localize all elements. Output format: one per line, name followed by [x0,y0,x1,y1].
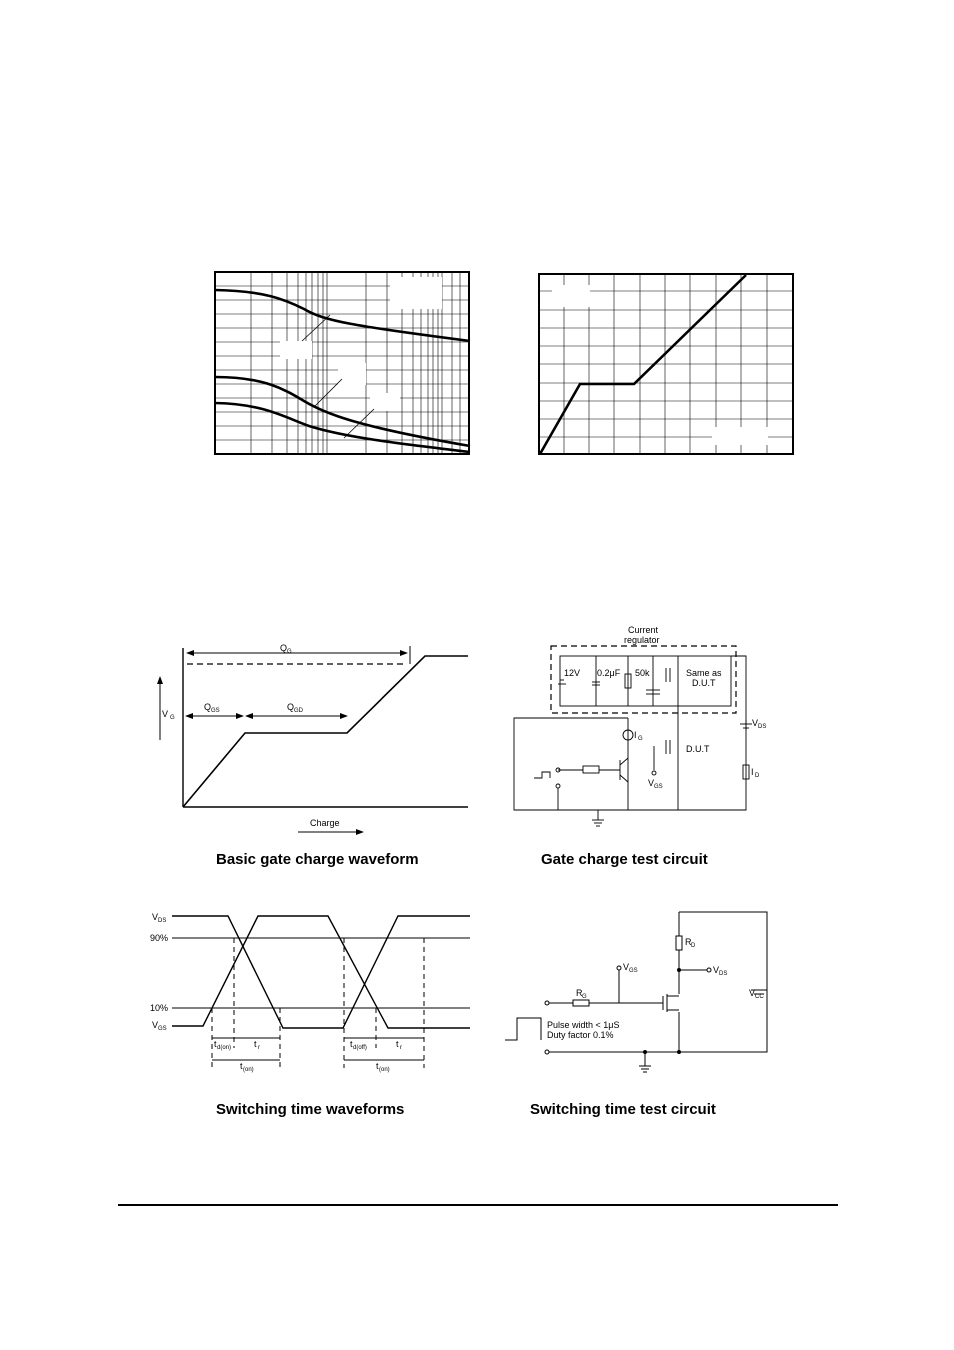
qgd-label: Q [287,702,294,712]
res-label: 50k [635,668,650,678]
svg-text:r: r [258,1045,260,1051]
ton-label: t [240,1061,243,1071]
svg-text:GS: GS [211,708,220,714]
svg-text:(on): (on) [379,1067,390,1073]
ig-label: I [634,730,637,740]
svg-text:d(off): d(off) [353,1045,367,1051]
pulse-label: Pulse width < 1μS [547,1020,619,1030]
svg-text:GS: GS [654,784,663,790]
svg-text:CC: CC [755,994,764,1000]
vgs-label: V [623,962,629,972]
waveform-lines [172,915,470,1029]
label-box [390,277,442,309]
svg-text:GS: GS [629,968,638,974]
p90-label: 90% [150,933,168,943]
svg-text:GD: GD [294,708,304,714]
svg-text:DS: DS [758,724,766,730]
svg-text:D: D [755,773,760,779]
label-box [370,393,400,411]
dashed-markers [211,938,425,1068]
id-label: I [751,767,754,777]
chart-grid [538,273,794,455]
vg-label: V [162,709,168,719]
same-as-label: Same as [686,668,722,678]
dut-label: D.U.T [686,744,710,754]
caption-switch-waveforms: Switching time waveforms [216,1101,405,1118]
chart-frame [214,271,470,455]
tr2-label: t [396,1039,399,1049]
rd-label: R [685,937,692,947]
svg-text:r: r [400,1045,402,1051]
td-off-label: t [350,1039,353,1049]
capacitance-chart [214,271,471,455]
p10-label: 10% [150,1003,168,1013]
caption-gate-waveform: Basic gate charge waveform [216,851,419,868]
switching-waveforms: V DS 90% 10% V GS t d(on) t r t (on) t d… [150,912,470,1073]
curve-ciss [214,288,471,343]
chart-frame [538,273,794,455]
curve-coss [214,375,471,448]
label-box [338,363,366,385]
vcc-label: V [749,988,755,998]
same-dut-label: D.U.T [692,678,716,688]
v12-label: 12V [564,668,580,678]
gate-charge-chart [538,273,794,455]
vgs-label: V [648,778,654,788]
svg-text:G: G [638,736,643,742]
regulator-label-2: regulator [624,635,660,645]
curve-crss [214,401,471,454]
gate-charge-circuit: Current regulator [513,625,766,827]
vds-label: V [152,912,158,922]
regulator-box [550,645,737,714]
caption-switch-circuit: Switching time test circuit [530,1101,716,1118]
charge-label: Charge [310,818,340,828]
td-on-label: t [214,1039,217,1049]
svg-text:G: G [582,994,587,1000]
svg-text:(on): (on) [243,1067,254,1073]
qgs-label: Q [204,702,211,712]
switching-circuit: V GS V DS R G R D V CC Pulse width < 1μS… [505,911,768,1073]
svg-text:GS: GS [158,1026,167,1032]
svg-text:DS: DS [719,971,727,977]
vgs-label: V [152,1020,158,1030]
curve-vgs [538,274,747,455]
svg-text:d(on): d(on) [217,1045,231,1051]
vds-label: V [713,965,719,975]
svg-text:D: D [691,943,696,949]
leader-lines [301,314,375,439]
duty-label: Duty factor 0.1% [547,1030,614,1040]
gate-charge-waveform: V G Q G Q GS Q GD Charge [157,643,468,835]
footer-rule [118,1204,838,1206]
label-box [712,427,768,445]
rg-label: R [576,988,583,998]
svg-text:DS: DS [158,918,166,924]
cap-label: 0.2μF [597,668,621,678]
svg-text:G: G [170,715,175,721]
toff-label: t [376,1061,379,1071]
regulator-label-1: Current [628,625,659,635]
vds-label: V [752,718,758,728]
label-box [552,285,590,307]
qg-label: Q [280,643,287,653]
svg-text:G: G [287,649,292,655]
caption-gate-circuit: Gate charge test circuit [541,851,708,868]
chart-curves [214,288,471,454]
tr1-label: t [254,1039,257,1049]
vg-waveform [182,655,468,808]
label-box [280,341,312,359]
